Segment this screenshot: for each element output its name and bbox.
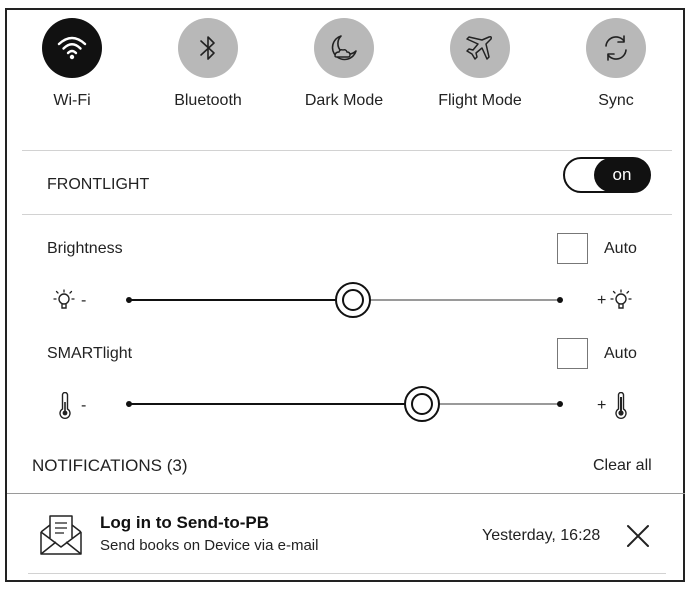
- dark-mode-toggle[interactable]: Dark Mode: [279, 18, 409, 110]
- brightness-slider-thumb[interactable]: [335, 282, 372, 318]
- dark-mode-label: Dark Mode: [304, 92, 384, 109]
- frontlight-label: FRONTLIGHT: [47, 176, 150, 193]
- sync-toggle[interactable]: Sync: [551, 18, 681, 110]
- notifications-divider: [7, 493, 685, 494]
- frontlight-switch-knob: on: [594, 158, 650, 192]
- notifications-header: NOTIFICATIONS (3): [32, 456, 188, 475]
- brightness-track-end: [557, 297, 563, 303]
- thermometer-cold-icon: [59, 392, 71, 419]
- moon-icon: [331, 35, 357, 61]
- wifi-icon: [57, 36, 87, 60]
- brightness-minus: -: [81, 292, 87, 309]
- brightness-auto-label: Auto: [604, 240, 637, 257]
- bulb-bright-icon: [610, 289, 632, 309]
- sync-toggle-circle: [586, 18, 646, 78]
- bluetooth-label: Bluetooth: [174, 92, 242, 109]
- smartlight-plus: +: [597, 397, 607, 414]
- close-icon[interactable]: [624, 522, 652, 550]
- brightness-auto-checkbox[interactable]: [557, 233, 588, 264]
- envelope-icon: [40, 515, 82, 555]
- smartlight-label: SMARTlight: [47, 345, 133, 362]
- dark-mode-toggle-circle: [314, 18, 374, 78]
- sync-label: Sync: [598, 92, 634, 109]
- wifi-toggle-circle: [42, 18, 102, 78]
- thermometer-warm-icon: [615, 392, 627, 419]
- sync-icon: [605, 35, 627, 61]
- wifi-label: Wi-Fi: [53, 92, 91, 109]
- brightness-track-filled: [129, 299, 354, 301]
- brightness-plus: +: [597, 292, 607, 309]
- flight-mode-toggle-circle: [450, 18, 510, 78]
- smartlight-track-filled: [129, 403, 423, 405]
- smartlight-track-remaining: [422, 403, 560, 405]
- airplane-icon: [466, 36, 492, 60]
- divider: [28, 573, 666, 574]
- smartlight-auto-label: Auto: [604, 345, 637, 362]
- bluetooth-toggle[interactable]: Bluetooth: [143, 18, 273, 110]
- brightness-label: Brightness: [47, 240, 123, 257]
- notification-subtitle: Send books on Device via e-mail: [100, 537, 319, 554]
- bluetooth-icon: [200, 36, 215, 60]
- bluetooth-toggle-circle: [178, 18, 238, 78]
- frontlight-switch[interactable]: on: [563, 157, 651, 193]
- brightness-track-remaining: [353, 299, 560, 301]
- smartlight-auto-checkbox[interactable]: [557, 338, 588, 369]
- wifi-toggle[interactable]: Wi-Fi: [7, 18, 137, 110]
- flight-mode-toggle[interactable]: Flight Mode: [415, 18, 545, 110]
- smartlight-slider-thumb[interactable]: [404, 386, 441, 422]
- notification-title: Log in to Send-to-PB: [100, 513, 270, 532]
- bulb-dim-icon: [53, 289, 75, 309]
- divider: [22, 214, 672, 215]
- notification-time: Yesterday, 16:28: [482, 527, 601, 544]
- smartlight-minus: -: [81, 397, 87, 414]
- divider: [22, 150, 672, 151]
- flight-mode-label: Flight Mode: [438, 92, 522, 109]
- clear-all-button[interactable]: Clear all: [593, 457, 652, 474]
- smartlight-track-end: [557, 401, 563, 407]
